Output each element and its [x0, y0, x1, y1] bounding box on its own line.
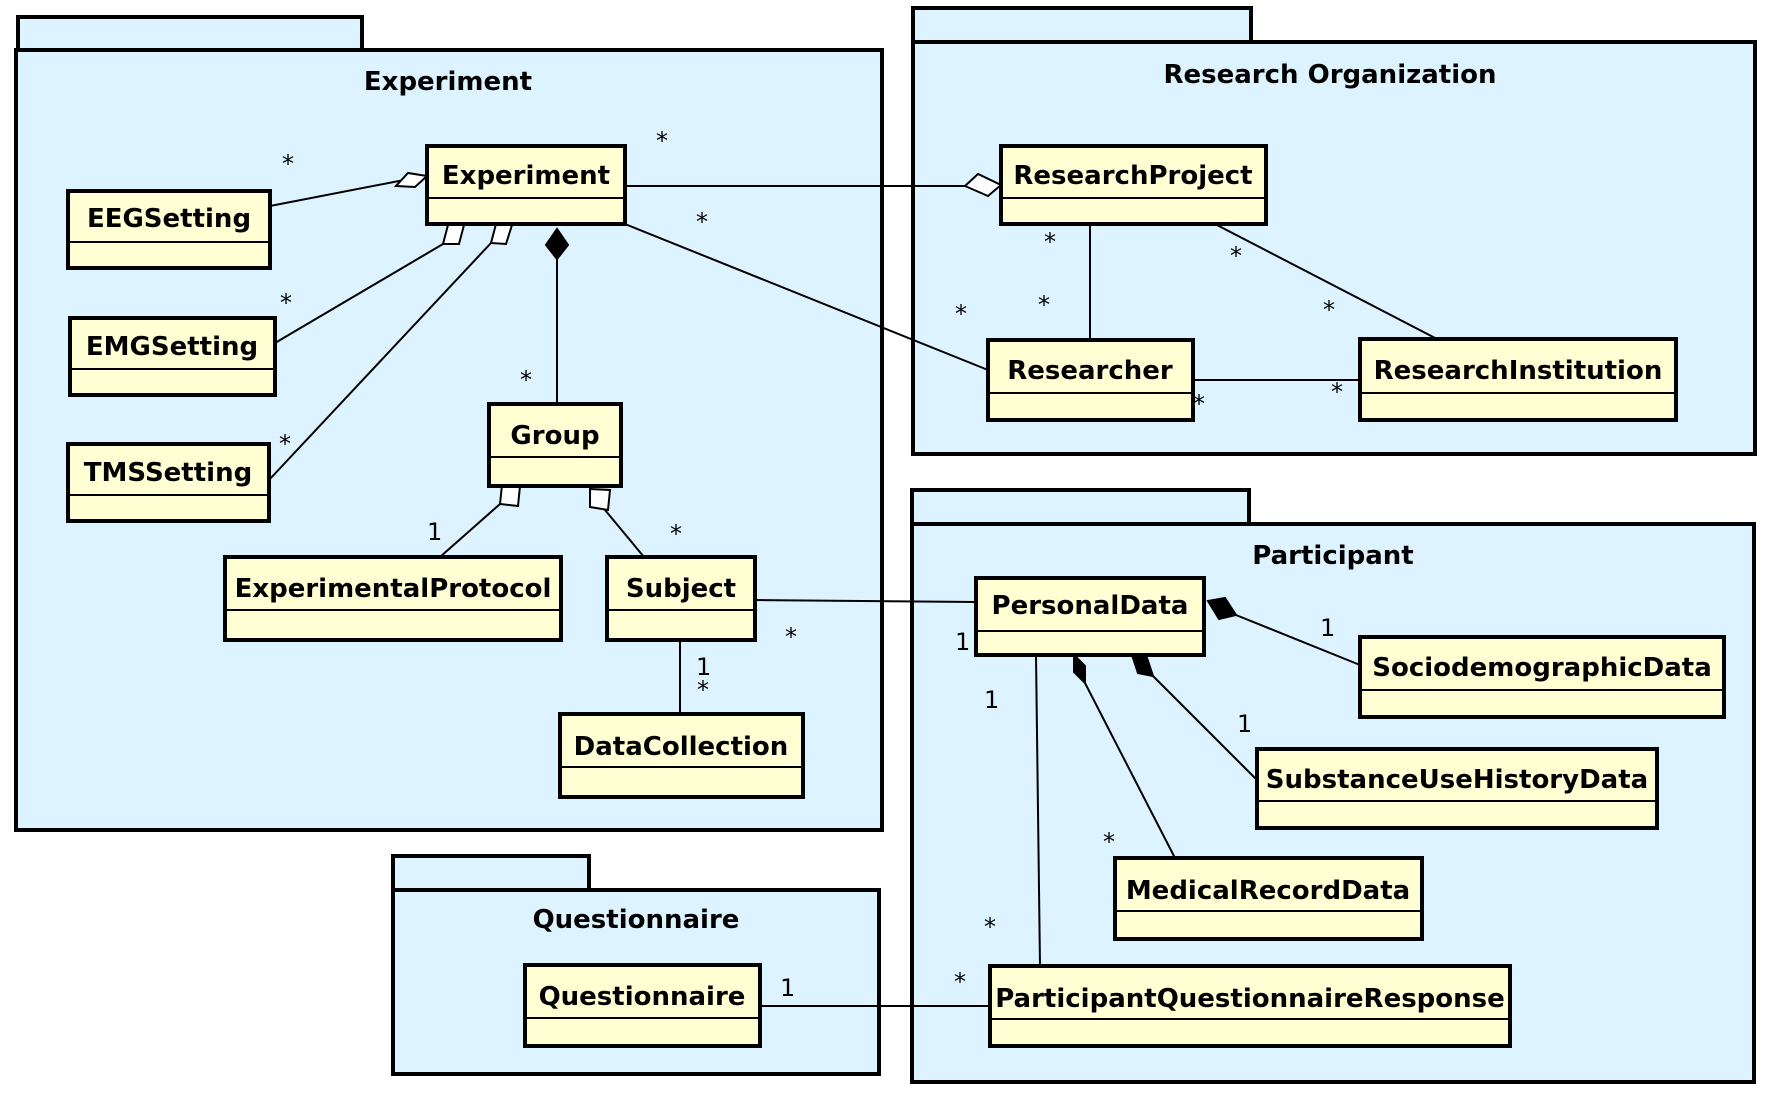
class-name-questionnaire: Questionnaire — [539, 982, 746, 1012]
mult-substance-use: 1 — [1237, 710, 1252, 738]
assoc-experiment-tms — [268, 242, 492, 481]
class-name-research-institution: ResearchInstitution — [1374, 356, 1663, 386]
class-personal-data[interactable]: PersonalData — [974, 576, 1206, 657]
mult-subject-personal: * — [785, 623, 797, 651]
class-group[interactable]: Group — [487, 402, 623, 488]
mult-personal-subject: 1 — [955, 628, 970, 656]
aggregation-diamond-protocol — [498, 483, 522, 508]
aggregation-diamond-subject — [589, 487, 612, 512]
mult-response-personal: * — [984, 913, 996, 941]
mult-response-questionnaire: * — [954, 968, 966, 996]
mult-protocol: 1 — [427, 518, 442, 546]
class-research-institution[interactable]: ResearchInstitution — [1358, 337, 1678, 422]
mult-exp-project: * — [656, 127, 668, 155]
class-name-data-collection: DataCollection — [574, 732, 789, 762]
mult-eeg: * — [282, 150, 294, 178]
class-eeg-setting[interactable]: EEGSetting — [66, 189, 272, 270]
mult-tms: * — [279, 430, 291, 458]
assoc-personal-sociodemographic — [1235, 614, 1361, 666]
class-subject[interactable]: Subject — [605, 555, 757, 642]
class-name-experiment: Experiment — [442, 161, 610, 191]
mult-project-institution: * — [1230, 242, 1242, 270]
composition-diamond-group — [544, 227, 570, 261]
class-sociodemographic-data[interactable]: SociodemographicData — [1358, 635, 1726, 719]
class-name-substance-use-history-data: SubstanceUseHistoryData — [1266, 765, 1648, 795]
class-name-participant-questionnaire-response: ParticipantQuestionnaireResponse — [995, 984, 1505, 1014]
mult-medical-record: * — [1103, 828, 1115, 856]
package-experiment: Experiment — [14, 15, 884, 832]
mult-personal-response: 1 — [984, 686, 999, 714]
assoc-experiment-emg — [274, 243, 444, 344]
package-label-experiment: Experiment — [364, 67, 532, 97]
mult-institution-project: * — [1323, 296, 1335, 324]
composition-diamond-sociodemographic — [1206, 596, 1238, 621]
class-name-sociodemographic-data: SociodemographicData — [1372, 653, 1712, 683]
package-label-questionnaire: Questionnaire — [533, 905, 740, 935]
mult-researcher-institution: * — [1193, 390, 1205, 418]
aggregation-diamond-project — [963, 172, 1003, 198]
mult-questionnaire-response: 1 — [780, 974, 795, 1002]
class-name-emg-setting: EMGSetting — [86, 332, 258, 362]
package-label-participant: Participant — [1252, 541, 1413, 571]
class-participant-questionnaire-response[interactable]: ParticipantQuestionnaireResponse — [988, 964, 1512, 1048]
class-questionnaire[interactable]: Questionnaire — [523, 963, 762, 1048]
associations — [268, 179, 1438, 1007]
class-experimental-protocol[interactable]: ExperimentalProtocol — [223, 555, 563, 642]
mult-researcher-experiment: * — [955, 300, 967, 328]
multiplicity-labels: * * * * * * 1 * 1 * * * * * * * * * 1 1 … — [279, 127, 1343, 1002]
class-name-research-project: ResearchProject — [1013, 161, 1252, 191]
class-name-experimental-protocol: ExperimentalProtocol — [235, 574, 552, 604]
association-ends — [393, 171, 1238, 686]
assoc-group-subject — [604, 509, 645, 558]
assoc-project-institution — [1214, 223, 1438, 340]
package-label-research-organization: Research Organization — [1164, 60, 1497, 90]
class-substance-use-history-data[interactable]: SubstanceUseHistoryData — [1255, 747, 1659, 830]
composition-diamond-medical — [1073, 652, 1086, 686]
mult-sociodemographic: 1 — [1320, 614, 1335, 642]
class-experiment[interactable]: Experiment — [425, 144, 627, 226]
class-research-project[interactable]: ResearchProject — [999, 144, 1268, 226]
class-emg-setting[interactable]: EMGSetting — [68, 316, 277, 397]
assoc-experiment-eeg — [269, 179, 405, 207]
class-name-personal-data: PersonalData — [992, 591, 1189, 621]
aggregation-diamond-eeg — [393, 171, 430, 189]
assoc-subject-personal — [754, 599, 977, 603]
mult-project-researcher-top: * — [1044, 228, 1056, 256]
assoc-group-protocol — [439, 503, 501, 558]
assoc-personal-response — [1035, 654, 1041, 967]
class-name-subject: Subject — [626, 574, 736, 604]
class-name-medical-record-data: MedicalRecordData — [1126, 876, 1410, 906]
assoc-experiment-researcher — [624, 223, 989, 371]
assoc-personal-substance — [1152, 675, 1258, 781]
class-data-collection[interactable]: DataCollection — [558, 712, 805, 799]
class-name-group: Group — [510, 421, 599, 451]
mult-subject-collection-one: 1 — [696, 653, 711, 681]
mult-subject-collection-many: * — [697, 676, 709, 704]
mult-researcher-project: * — [1038, 291, 1050, 319]
assoc-personal-medical — [1084, 682, 1176, 859]
class-name-tms-setting: TMSSetting — [84, 458, 252, 488]
class-name-researcher: Researcher — [1007, 356, 1173, 386]
class-researcher[interactable]: Researcher — [986, 338, 1195, 422]
class-medical-record-data[interactable]: MedicalRecordData — [1113, 856, 1424, 941]
mult-subject-group: * — [670, 520, 682, 548]
class-name-eeg-setting: EEGSetting — [87, 204, 251, 234]
mult-emg: * — [280, 289, 292, 317]
mult-group: * — [520, 366, 532, 394]
class-tms-setting[interactable]: TMSSetting — [66, 442, 271, 523]
mult-institution-researcher: * — [1331, 378, 1343, 406]
mult-exp-researcher: * — [696, 208, 708, 236]
